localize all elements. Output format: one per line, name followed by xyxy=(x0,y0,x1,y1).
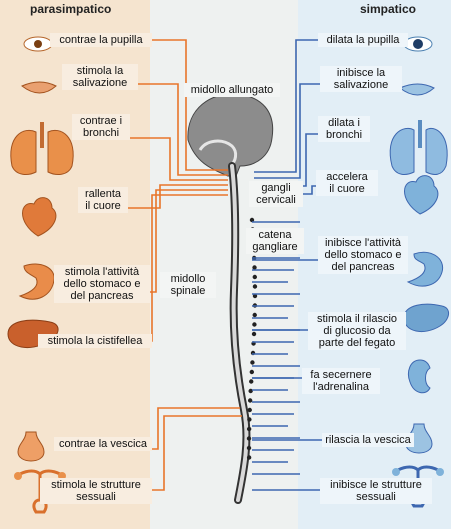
ganglion-dot xyxy=(252,274,257,280)
symp-label-stomach: inibisce l'attività dello stomaco e del … xyxy=(318,236,408,274)
bladder-icon xyxy=(17,431,45,462)
ganglion-dot xyxy=(252,265,257,270)
symp-label-heart: accelera il cuore xyxy=(316,170,378,196)
heart-icon xyxy=(22,197,57,237)
right-organs xyxy=(389,36,449,508)
label-ganglion-chain: catena gangliare xyxy=(246,228,304,254)
label-spinal-cord: midollo spinale xyxy=(160,272,216,298)
symp-label-saliva: inibisce la salivazione xyxy=(320,66,402,92)
para-label-stomach: stimola l'attività dello stomaco e del p… xyxy=(54,265,150,303)
ganglion-dot xyxy=(249,369,255,375)
mouth-icon xyxy=(21,81,57,94)
mouth-icon xyxy=(399,83,435,96)
ganglion-dot xyxy=(246,455,252,460)
ganglion-dot xyxy=(246,426,252,432)
para-label-heart: rallenta il cuore xyxy=(78,187,128,213)
label-brainstem: midollo allungato xyxy=(184,83,280,97)
symp-label-bronchi: dilata i bronchi xyxy=(318,116,370,142)
header-sympathetic: simpatico xyxy=(360,2,417,16)
ganglion-dot xyxy=(251,331,257,337)
para-label-pupil: contrae la pupilla xyxy=(50,33,152,47)
ganglion-dot xyxy=(247,417,252,422)
para-label-sexual: stimola le strutture sessuali xyxy=(40,478,152,504)
symp-label-liver: stimola il rilascio di glucosio da parte… xyxy=(308,312,406,350)
lungs-icon xyxy=(389,120,448,175)
para-label-bladder: contrae la vescica xyxy=(54,437,152,451)
brain-inner xyxy=(198,139,238,168)
ganglion-dot xyxy=(248,388,253,394)
ganglion-dot xyxy=(249,379,254,384)
heart-icon xyxy=(404,175,439,215)
ganglion-dot xyxy=(247,407,252,413)
para-label-saliva: stimola la salivazione xyxy=(62,64,138,90)
ganglion-dot xyxy=(247,398,253,403)
ganglion-dot xyxy=(249,217,255,223)
symp-label-sexual: inibisce le strutture sessuali xyxy=(320,478,432,504)
spinal-cord-core xyxy=(230,164,249,502)
eye-icon xyxy=(23,36,53,52)
para-label-gallbladder: stimola la cistifellea xyxy=(38,334,152,348)
stomach-icon xyxy=(406,251,444,287)
ganglion-dot xyxy=(252,322,257,327)
ganglion-dot xyxy=(252,284,258,289)
stomach-icon xyxy=(18,263,55,300)
brain-shape xyxy=(187,93,274,177)
symp-label-pupil: dilata la pupilla xyxy=(318,33,408,47)
symp-label-bladder: rilascia la vescica xyxy=(322,433,414,447)
ganglion-dot xyxy=(250,360,255,365)
ganglion-dot xyxy=(246,436,252,441)
liver-icon xyxy=(403,303,449,333)
symp-label-adrenaline: fa secernere l'adrenalina xyxy=(302,368,380,394)
eye-icon xyxy=(403,36,433,52)
header-parasympathetic: parasimpatico xyxy=(30,2,112,16)
para-label-bronchi: contrae i bronchi xyxy=(72,114,130,140)
lungs-icon xyxy=(10,122,74,175)
ganglion-dot xyxy=(252,293,258,299)
ganglion-dot xyxy=(246,445,252,451)
ganglion-dot xyxy=(252,312,257,318)
label-cervical-ganglia: gangli cervicali xyxy=(249,181,303,207)
kidney-icon xyxy=(407,359,431,394)
